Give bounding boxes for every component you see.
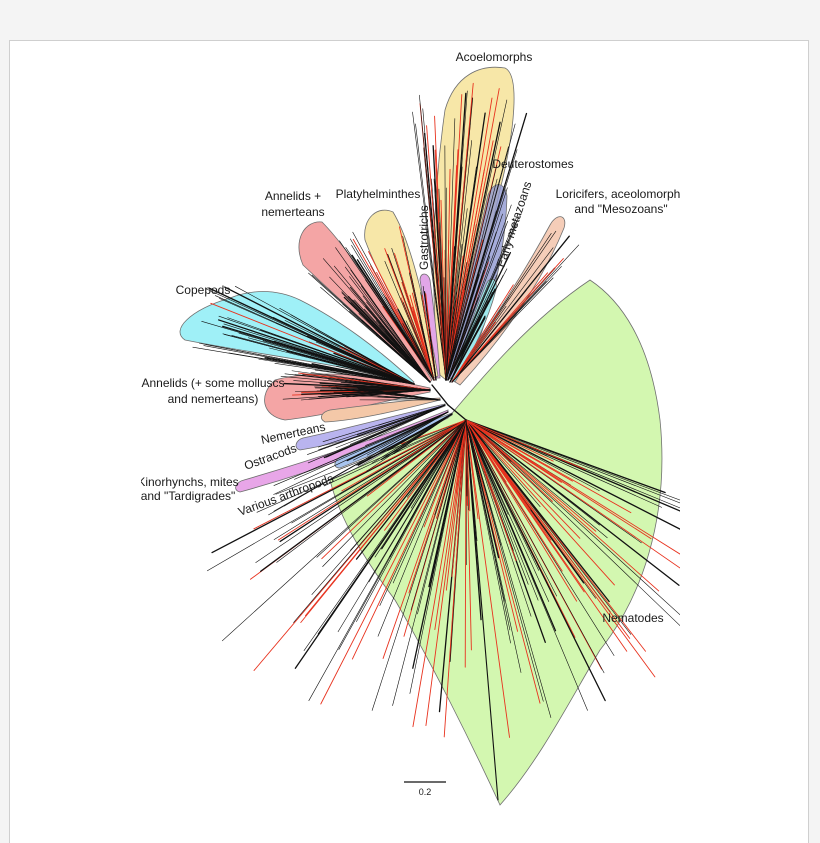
label-copepods: Copepods (176, 283, 231, 297)
label-kinorhynchs-line1: Kinorhynchs, mites (141, 475, 239, 489)
label-kinorhynchs-line2: and "Tardigrades" (141, 489, 235, 503)
tree-branches (192, 82, 680, 801)
label-annelids-nemerteans-line1: Annelids + (265, 189, 321, 203)
label-acoelomorphs: Acoelomorphs (456, 50, 533, 64)
phylogenetic-tree: Acoelomorphs Deuterostomes Loricifers, a… (141, 50, 680, 806)
label-nematodes: Nematodes (602, 611, 663, 625)
scale-bar: 0.2 (404, 781, 446, 797)
phylogenetic-tree-figure: Acoelomorphs Deuterostomes Loricifers, a… (141, 48, 680, 810)
region-nemerteans (321, 397, 441, 423)
scale-bar-label: 0.2 (419, 787, 432, 797)
label-deuterostomes: Deuterostomes (492, 157, 573, 171)
label-platyhelminthes: Platyhelminthes (336, 187, 421, 201)
label-loricifers-line1: Loricifers, aceolomorphs (556, 187, 680, 201)
label-annelids-molluscs-line2: and nemerteans) (168, 392, 259, 406)
label-loricifers-line2: and "Mesozoans" (574, 202, 667, 216)
label-annelids-nemerteans-line2: nemerteans (261, 205, 324, 219)
label-annelids-molluscs-line1: Annelids (+ some molluscs (141, 376, 284, 390)
label-gastrotrichs: Gastrotrichs (417, 205, 431, 270)
